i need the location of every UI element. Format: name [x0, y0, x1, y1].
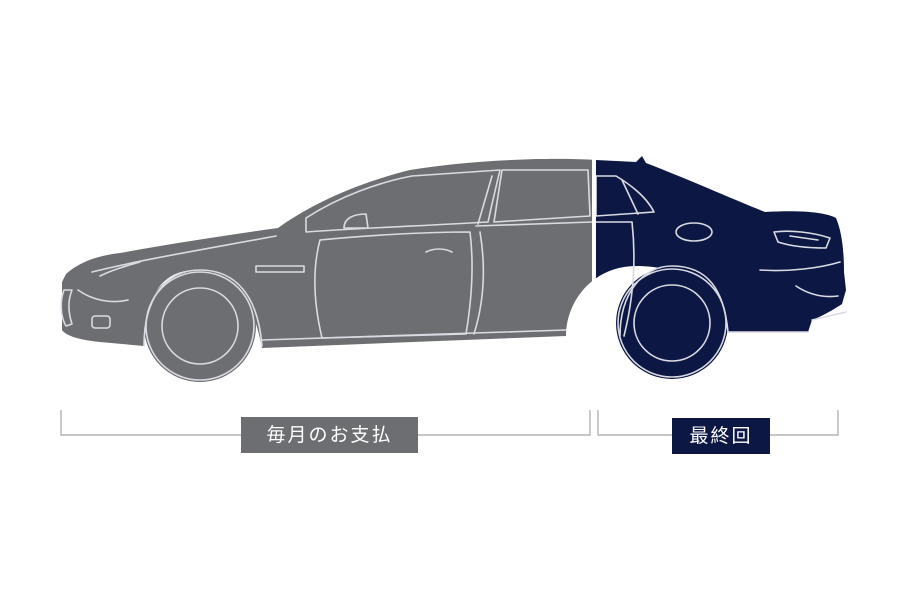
car-rear-section — [596, 156, 847, 379]
car-front-lines — [60, 169, 592, 381]
car-front-section — [60, 156, 592, 382]
monthly-label-box — [241, 417, 418, 453]
monthly-payment-label: 毎月のお支払 — [266, 424, 393, 446]
final-payment-label: 最終回 — [689, 425, 753, 447]
final-label-box — [672, 418, 770, 454]
section-divider — [592, 150, 596, 390]
car-rear-lines — [596, 175, 847, 378]
